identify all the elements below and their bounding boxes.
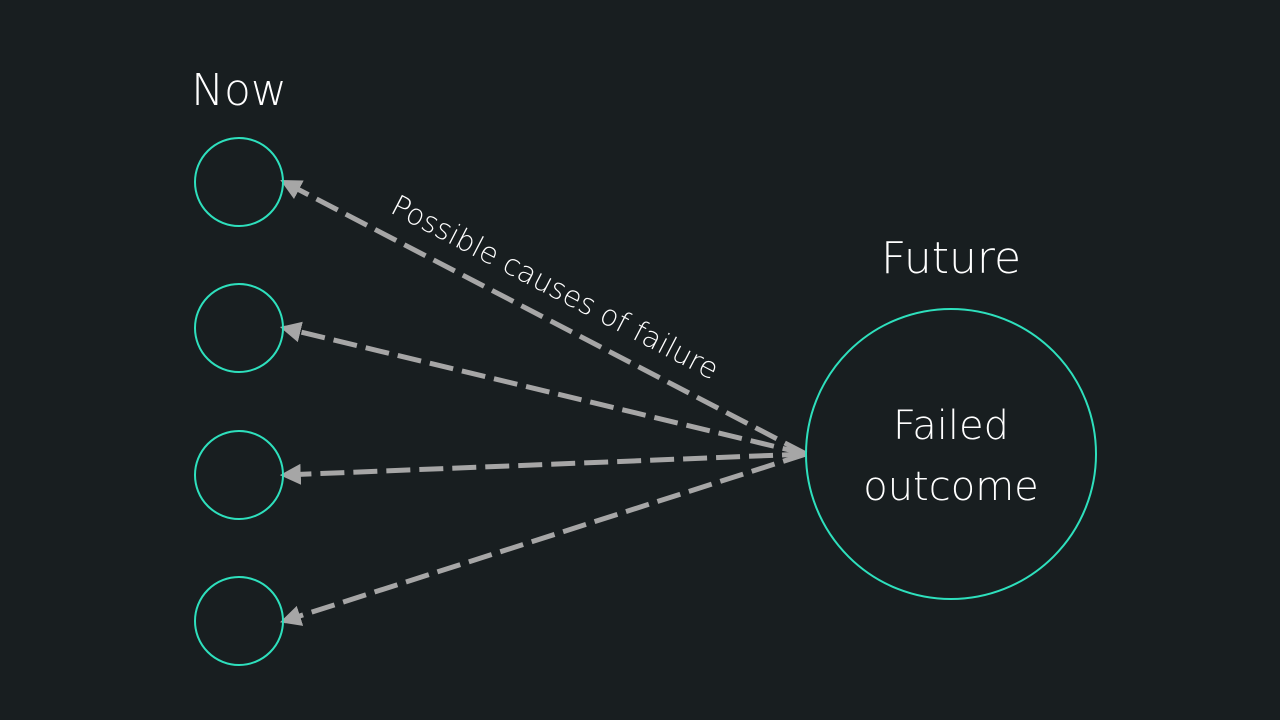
edge-label: Possible causes of failure [386, 188, 725, 386]
cause-arrow-1 [280, 179, 808, 457]
now-nodes [194, 137, 284, 666]
cause-arrow-2 [279, 321, 807, 457]
now-node-1 [194, 137, 284, 227]
outcome-label-line-2: outcome [863, 464, 1039, 510]
now-node-4 [194, 576, 284, 666]
outcome-label-line-1: Failed [893, 403, 1009, 449]
future-heading: Future [881, 233, 1021, 284]
now-node-3 [194, 430, 284, 520]
cause-arrow-4 [279, 451, 807, 626]
now-heading: Now [191, 65, 287, 116]
cause-arrow-3 [279, 451, 807, 485]
now-node-2 [194, 283, 284, 373]
cause-arrows [279, 179, 808, 626]
future-outcome-node [805, 308, 1097, 600]
